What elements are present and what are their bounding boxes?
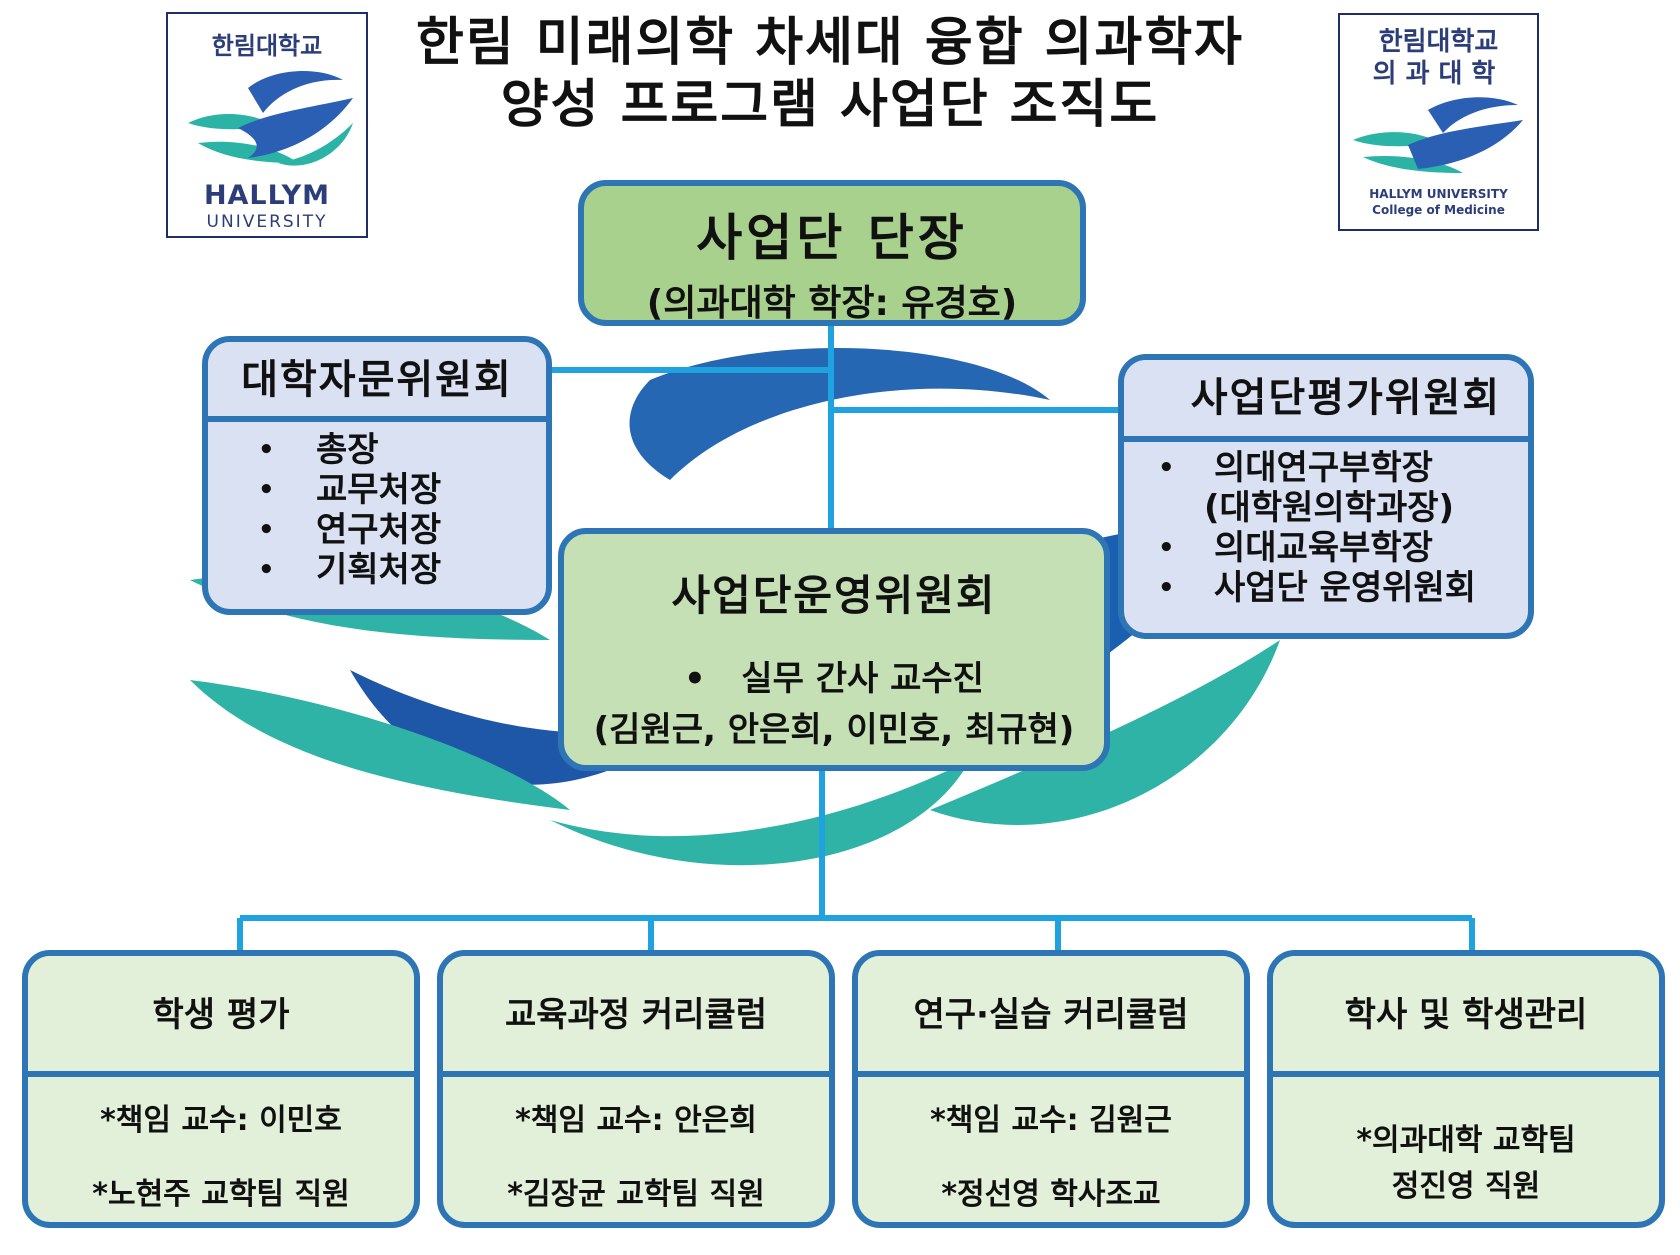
hallym-university-logo: 한림대학교 HALLYM UNIVERSITY [166, 12, 368, 238]
bullet-icon: • [258, 515, 275, 545]
team-line: *의과대학 교학팀 [1356, 1123, 1576, 1158]
list-item: •기획처장 [258, 550, 442, 590]
bullet-icon: • [258, 435, 275, 465]
logo-korean-name: 한림대학교 [1378, 27, 1499, 57]
team-line: 정진영 직원 [1391, 1169, 1541, 1204]
list-item: •의대교육부학장 [1158, 528, 1433, 568]
wave-emblem-icon [188, 70, 353, 166]
bullet-icon: • [684, 659, 742, 699]
team-body: *책임 교수: 안은희 *김장균 교학팀 직원 [443, 1095, 829, 1213]
team-title: 연구·실습 커리큘럼 [858, 956, 1244, 1077]
bullet-icon: • [258, 555, 275, 585]
team-body: *책임 교수: 이민호 *노현주 교학팀 직원 [28, 1095, 414, 1213]
list-item: •연구처장 [258, 510, 442, 550]
director-subtitle: (의과대학 학장: 유경호) [646, 283, 1018, 324]
director-title: 사업단 단장 [696, 209, 968, 267]
team-title: 교육과정 커리큘럼 [443, 956, 829, 1077]
director-box: 사업단 단장 (의과대학 학장: 유경호) [578, 180, 1086, 326]
evaluation-committee-title: 사업단평가위원회 [1124, 360, 1528, 442]
logo-english-name: HALLYM [203, 180, 331, 211]
team-line: *노현주 교학팀 직원 [92, 1177, 350, 1212]
advisory-committee-box: 대학자문위원회 •총장 •교무처장 •연구처장 •기획처장 [202, 336, 552, 615]
advisory-member-list: •총장 •교무처장 •연구처장 •기획처장 [208, 422, 546, 590]
operating-committee-title: 사업단운영위원회 [671, 571, 997, 620]
advisory-committee-title: 대학자문위원회 [208, 342, 546, 422]
logo-english-name: HALLYM UNIVERSITY [1369, 187, 1508, 201]
team-title: 학생 평가 [28, 956, 414, 1077]
operating-committee-box: 사업단운영위원회 • 실무 간사 교수진 (김원근, 안은희, 이민호, 최규현… [558, 528, 1110, 771]
logo-english-subtitle: UNIVERSITY [206, 212, 328, 232]
team-line: *책임 교수: 김원근 [930, 1103, 1172, 1138]
list-item: •총장 [258, 430, 379, 470]
list-item: •교무처장 [258, 470, 442, 510]
operating-committee-members: (김원근, 안은희, 이민호, 최규현) [593, 710, 1075, 750]
team-box-education-curriculum: 교육과정 커리큘럼 *책임 교수: 안은희 *김장균 교학팀 직원 [437, 950, 835, 1228]
list-item-subline: (대학원의학과장) [1204, 488, 1455, 528]
list-item: •의대연구부학장(대학원의학과장) [1124, 448, 1528, 528]
title-line-2: 양성 프로그램 사업단 조직도 [500, 75, 1160, 135]
logo-korean-college: 의과대학 [1372, 59, 1505, 89]
team-line: *정선영 학사조교 [941, 1177, 1161, 1212]
bullet-icon: • [1158, 533, 1175, 563]
team-body: *책임 교수: 김원근 *정선영 학사조교 [858, 1095, 1244, 1213]
wave-emblem-icon [1353, 97, 1523, 173]
title-line-1: 한림 미래의학 차세대 융합 의과학자 [415, 13, 1244, 73]
logo-english-subtitle: College of Medicine [1372, 203, 1505, 217]
evaluation-committee-box: 사업단평가위원회 •의대연구부학장(대학원의학과장) •의대교육부학장 •사업단… [1118, 354, 1534, 639]
page-title: 한림 미래의학 차세대 융합 의과학자 양성 프로그램 사업단 조직도 [380, 12, 1280, 136]
team-line: *책임 교수: 안은희 [515, 1103, 757, 1138]
team-box-research-curriculum: 연구·실습 커리큘럼 *책임 교수: 김원근 *정선영 학사조교 [852, 950, 1250, 1228]
bullet-icon: • [258, 475, 275, 505]
team-box-student-evaluation: 학생 평가 *책임 교수: 이민호 *노현주 교학팀 직원 [22, 950, 420, 1228]
team-line: *김장균 교학팀 직원 [507, 1177, 765, 1212]
list-item: •사업단 운영위원회 [1158, 568, 1477, 608]
logo-korean-name: 한림대학교 [211, 32, 323, 60]
operating-committee-item: • 실무 간사 교수진 [684, 659, 984, 699]
evaluation-member-list: •의대연구부학장(대학원의학과장) •의대교육부학장 •사업단 운영위원회 [1124, 442, 1528, 608]
bullet-icon: • [1158, 453, 1175, 483]
team-line: *책임 교수: 이민호 [100, 1103, 342, 1138]
hallym-medicine-logo: 한림대학교 의과대학 HALLYM UNIVERSITY College of … [1338, 13, 1539, 231]
bullet-icon: • [1158, 573, 1175, 603]
team-title: 학사 및 학생관리 [1273, 956, 1659, 1077]
team-box-academic-affairs: 학사 및 학생관리 *의과대학 교학팀 정진영 직원 [1267, 950, 1665, 1228]
team-body: *의과대학 교학팀 정진영 직원 [1273, 1115, 1659, 1205]
